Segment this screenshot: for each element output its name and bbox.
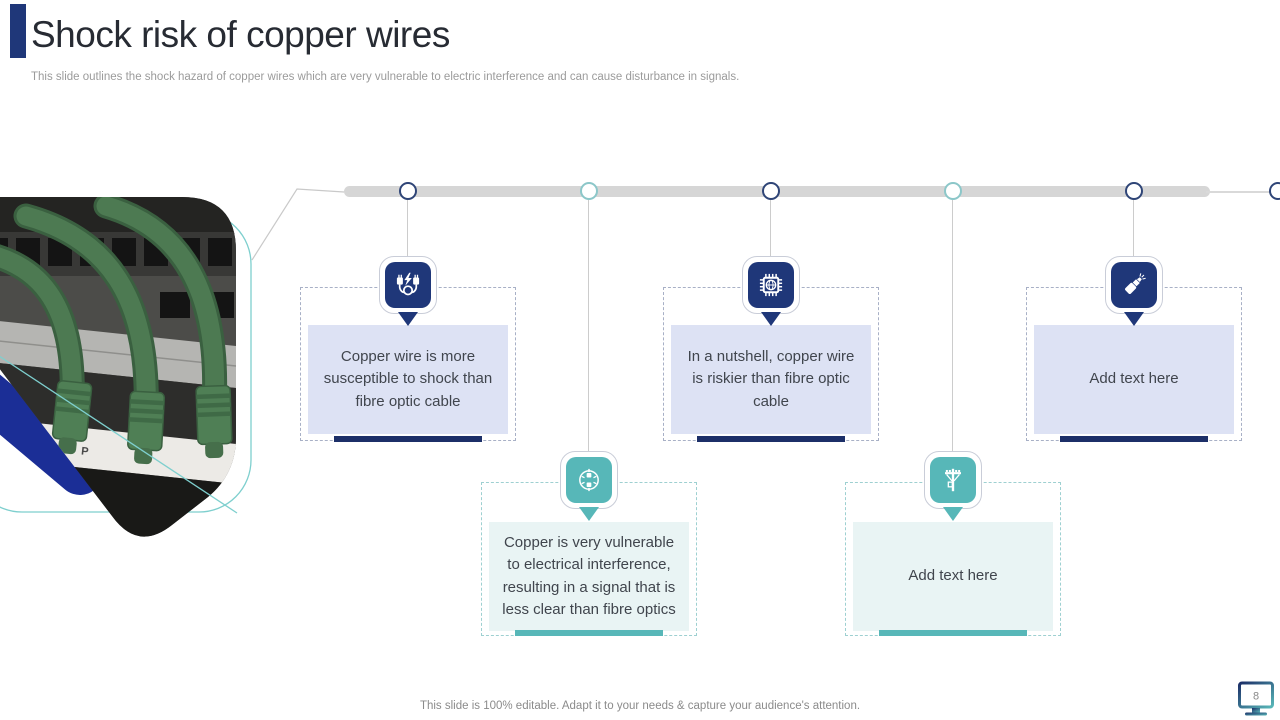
shock-plug-icon	[396, 272, 420, 296]
item-3-icon-tail	[761, 312, 781, 326]
item-2-icon-square	[566, 457, 612, 503]
drop-line	[588, 200, 589, 452]
item-5-icon-square	[1111, 262, 1157, 308]
chip-globe-icon	[759, 273, 783, 297]
timeline-node	[399, 182, 417, 200]
item-5-accent-underline	[1060, 436, 1208, 442]
timeline-node-end	[1269, 182, 1280, 200]
item-3-text-box[interactable]: In a nutshell, copper wire is riskier th…	[671, 325, 871, 434]
ethernet-cables-image: R P	[0, 197, 236, 537]
timeline-node	[1125, 182, 1143, 200]
timeline-node	[580, 182, 598, 200]
utility-pole-icon	[945, 468, 961, 492]
item-3-accent-underline	[697, 436, 845, 442]
teal-diagonal-line	[0, 355, 238, 514]
item-3-icon-square	[748, 262, 794, 308]
timeline-extension-line	[1206, 191, 1272, 193]
drop-line	[1133, 200, 1134, 257]
timeline-node	[944, 182, 962, 200]
page-subtitle[interactable]: This slide outlines the shock hazard of …	[31, 71, 740, 83]
footer-note: This slide is 100% editable. Adapt it to…	[419, 700, 861, 712]
fibre-optic-cable-icon	[1125, 273, 1146, 294]
item-2-accent-underline	[515, 630, 663, 636]
item-1-icon-square	[385, 262, 431, 308]
item-5-text-box[interactable]: Add text here	[1034, 325, 1234, 434]
item-1-text: Copper wire is more susceptible to shock…	[323, 348, 493, 410]
drop-line	[407, 200, 408, 257]
item-5-text: Add text here	[1089, 370, 1179, 388]
item-2-text: Copper is very vulnerable to electrical …	[502, 534, 676, 618]
timeline-connector-elbow	[251, 188, 345, 261]
drop-line	[770, 200, 771, 257]
cables-photo: R P	[0, 188, 345, 537]
signal-interference-icon	[579, 468, 599, 492]
item-1-icon-tail	[398, 312, 418, 326]
page-number: 8	[1253, 691, 1259, 703]
item-3-text: In a nutshell, copper wire is riskier th…	[687, 348, 855, 410]
item-2-icon-tail	[579, 507, 599, 521]
item-4-icon-square	[930, 457, 976, 503]
title-accent-bar	[10, 4, 26, 58]
page-number-monitor: 8	[1238, 681, 1274, 716]
item-4-accent-underline	[879, 630, 1027, 636]
item-2-text-box[interactable]: Copper is very vulnerable to electrical …	[489, 522, 689, 631]
item-1-accent-underline	[334, 436, 482, 442]
item-4-text: Add text here	[908, 567, 998, 585]
navy-ribbon-shape	[0, 374, 103, 495]
item-1-text-box[interactable]: Copper wire is more susceptible to shock…	[308, 325, 508, 434]
drop-line	[952, 200, 953, 452]
item-4-icon-tail	[943, 507, 963, 521]
item-4-text-box[interactable]: Add text here	[853, 522, 1053, 631]
timeline-node	[762, 182, 780, 200]
page-title[interactable]: Shock risk of copper wires	[31, 14, 450, 55]
item-5-icon-tail	[1124, 312, 1144, 326]
